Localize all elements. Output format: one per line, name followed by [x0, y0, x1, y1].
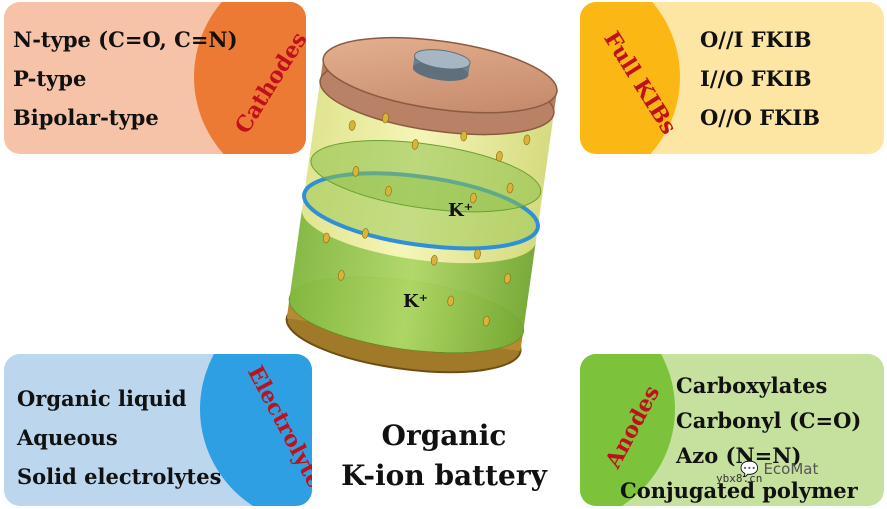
electrolyte-panel: Organic liquid Aqueous Solid electrolyte… — [4, 354, 312, 506]
ion-label-top: K⁺ — [448, 200, 473, 221]
battery-title: Organic K-ion battery — [316, 416, 572, 496]
anodes-item: Conjugated polymer — [620, 478, 858, 503]
watermark-logo: 💬 EcoMat — [740, 460, 818, 478]
battery-title-line1: Organic — [381, 419, 507, 452]
full-kibs-item: O//I FKIB — [700, 27, 812, 52]
ion-label-bottom: K⁺ — [403, 291, 428, 312]
battery-title-line2: K-ion battery — [341, 459, 547, 492]
cathodes-panel: N-type (C=O, C=N) P-type Bipolar-type Ca… — [4, 2, 306, 154]
full-kibs-item: O//O FKIB — [700, 105, 820, 130]
cathodes-accent-arc — [194, 2, 306, 154]
ion-droplets — [322, 112, 531, 327]
cathodes-item: Bipolar-type — [13, 105, 159, 130]
electrolyte-list: Organic liquid Aqueous Solid electrolyte… — [17, 379, 221, 496]
battery-lower-electrode — [289, 209, 536, 353]
full-kibs-panel: O//I FKIB I//O FKIB O//O FKIB Full KIBs — [580, 2, 884, 154]
anodes-item: Carboxylates — [676, 373, 828, 398]
watermark-url: ybx8.cn — [716, 472, 763, 485]
cathodes-item: N-type (C=O, C=N) — [13, 27, 238, 52]
battery-terminal — [414, 49, 471, 70]
cathodes-list: N-type (C=O, C=N) P-type Bipolar-type — [13, 20, 238, 137]
anodes-list: Carboxylates Carbonyl (C=O) Azo (N=N) Co… — [620, 368, 862, 506]
anodes-item: Azo (N=N) — [676, 443, 802, 468]
electrolyte-item: Aqueous — [17, 425, 118, 450]
cathodes-item: P-type — [13, 66, 87, 91]
anodes-panel: Carboxylates Carbonyl (C=O) Azo (N=N) Co… — [580, 354, 884, 506]
electrolyte-item: Solid electrolytes — [17, 464, 222, 489]
watermark-text: EcoMat — [763, 460, 819, 478]
full-kibs-item: I//O FKIB — [700, 66, 812, 91]
full-kibs-list: O//I FKIB I//O FKIB O//O FKIB — [700, 20, 820, 137]
wechat-icon: 💬 — [740, 460, 764, 478]
electrolyte-item: Organic liquid — [17, 386, 187, 411]
full-kibs-accent-arc — [580, 2, 680, 154]
anodes-item: Carbonyl (C=O) — [676, 408, 862, 433]
